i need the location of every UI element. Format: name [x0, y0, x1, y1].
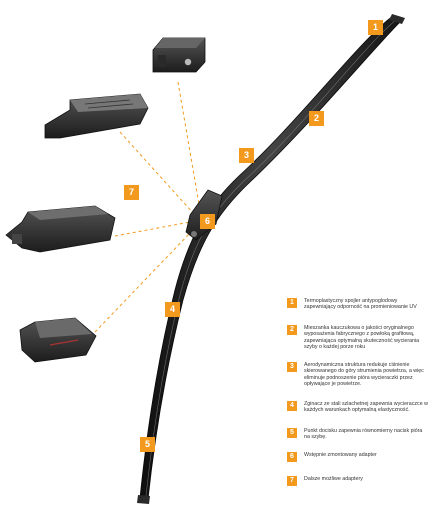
legend-number: 6: [287, 452, 297, 462]
wiper-blade: [137, 14, 405, 504]
legend-number: 5: [287, 428, 297, 438]
connector-lines: [94, 81, 201, 333]
connector-line: [119, 131, 195, 215]
legend-text: Punkt docisku zapewnia równomierny nacis…: [304, 428, 423, 441]
legend-number: 2: [287, 325, 297, 335]
adapter-four: [19, 317, 97, 363]
adapter-three: [5, 205, 116, 253]
connector-line: [114, 221, 191, 237]
badge-3: 3: [239, 148, 254, 163]
legend-text: Mieszanka kauczukowa o jakości oryginaln…: [304, 325, 420, 351]
connector-line: [94, 231, 192, 333]
legend-text: Zginacz ze stali szlachetnej zapewnia wy…: [304, 401, 428, 414]
legend-text: Termoplastyczny spojler antypoglodowy za…: [304, 298, 417, 311]
legend-number: 4: [287, 401, 297, 411]
legend-text: Wstępnie zmontowany adapter: [304, 452, 377, 458]
badge-2: 2: [309, 111, 324, 126]
badge-1: 1: [368, 20, 383, 35]
legend-text: Aerodynamiczna struktura redukuje ciśnie…: [304, 362, 424, 388]
legend-text: Dalsze możliwe adaptery: [304, 476, 363, 482]
badge-4: 4: [165, 302, 180, 317]
badge-7: 7: [124, 185, 139, 200]
legend-number: 3: [287, 362, 297, 372]
adapter-top: [152, 37, 206, 73]
badge-6: 6: [200, 214, 215, 229]
adapter-two: [44, 93, 149, 139]
connector-line: [177, 81, 201, 211]
legend-number: 1: [287, 298, 297, 308]
legend-number: 7: [287, 476, 297, 486]
badge-5: 5: [140, 437, 155, 452]
